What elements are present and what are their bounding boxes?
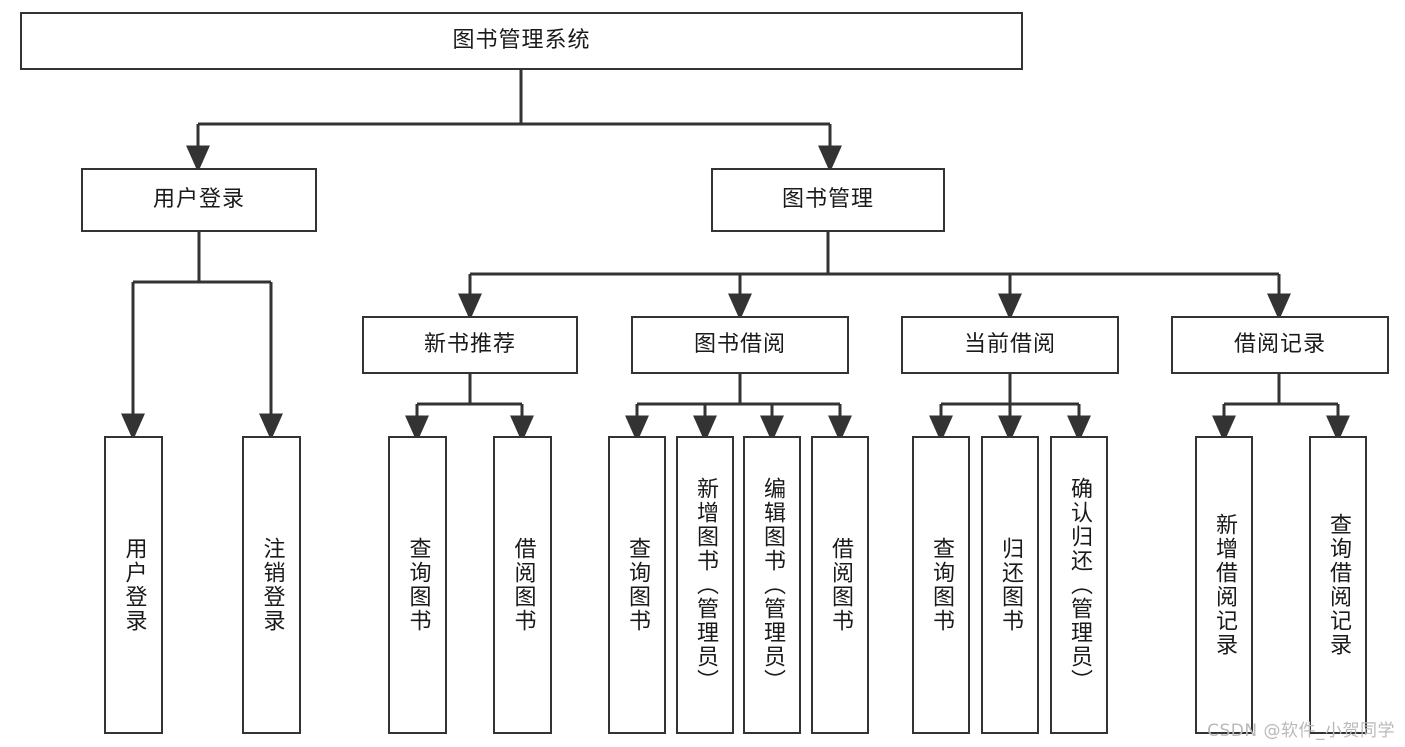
node-leaf-borrow-book-1[interactable]: 借阅图书	[493, 436, 552, 734]
node-leaf-edit-book[interactable]: 编辑图书（管理员）	[743, 436, 801, 734]
node-leaf-add-book-label: 新增图书（管理员）	[692, 477, 718, 693]
node-borrow-record-label: 借阅记录	[1233, 332, 1326, 358]
node-root[interactable]: 图书管理系统	[20, 12, 1023, 70]
node-leaf-confirm-return-label: 确认归还（管理员）	[1066, 477, 1092, 693]
node-leaf-add-book[interactable]: 新增图书（管理员）	[676, 436, 734, 734]
node-book-borrow[interactable]: 图书借阅	[631, 316, 849, 374]
node-new-book-recommend-label: 新书推荐	[423, 332, 516, 358]
node-book-manage-label: 图书管理	[781, 187, 874, 213]
node-user-login[interactable]: 用户登录	[81, 168, 317, 232]
node-leaf-borrow-book-2-label: 借阅图书	[827, 537, 853, 633]
node-leaf-confirm-return[interactable]: 确认归还（管理员）	[1050, 436, 1108, 734]
node-leaf-edit-book-label: 编辑图书（管理员）	[759, 477, 785, 693]
node-leaf-query-book-2-label: 查询图书	[624, 537, 650, 633]
node-leaf-query-book-1-label: 查询图书	[405, 537, 431, 633]
node-current-borrow[interactable]: 当前借阅	[901, 316, 1119, 374]
node-book-borrow-label: 图书借阅	[693, 332, 786, 358]
node-book-manage[interactable]: 图书管理	[711, 168, 945, 232]
node-leaf-query-record-label: 查询借阅记录	[1325, 513, 1351, 657]
node-leaf-query-book-2[interactable]: 查询图书	[608, 436, 666, 734]
node-user-login-label: 用户登录	[152, 187, 245, 213]
node-current-borrow-label: 当前借阅	[963, 332, 1056, 358]
node-leaf-user-login[interactable]: 用户登录	[104, 436, 163, 734]
node-leaf-query-book-3-label: 查询图书	[928, 537, 954, 633]
node-leaf-query-record[interactable]: 查询借阅记录	[1309, 436, 1367, 734]
node-leaf-user-logout-label: 注销登录	[259, 537, 285, 633]
node-leaf-query-book-3[interactable]: 查询图书	[912, 436, 970, 734]
node-leaf-return-book-label: 归还图书	[997, 537, 1023, 633]
node-leaf-borrow-book-2[interactable]: 借阅图书	[811, 436, 869, 734]
node-root-label: 图书管理系统	[452, 28, 591, 54]
node-leaf-borrow-book-1-label: 借阅图书	[510, 537, 536, 633]
node-leaf-return-book[interactable]: 归还图书	[981, 436, 1039, 734]
node-new-book-recommend[interactable]: 新书推荐	[362, 316, 578, 374]
node-leaf-query-book-1[interactable]: 查询图书	[388, 436, 447, 734]
node-leaf-user-logout[interactable]: 注销登录	[242, 436, 301, 734]
csdn-watermark: CSDN @软件_小贺同学	[1207, 721, 1395, 741]
node-leaf-add-record[interactable]: 新增借阅记录	[1195, 436, 1253, 734]
node-borrow-record[interactable]: 借阅记录	[1171, 316, 1389, 374]
node-leaf-add-record-label: 新增借阅记录	[1211, 513, 1237, 657]
node-leaf-user-login-label: 用户登录	[121, 537, 147, 633]
